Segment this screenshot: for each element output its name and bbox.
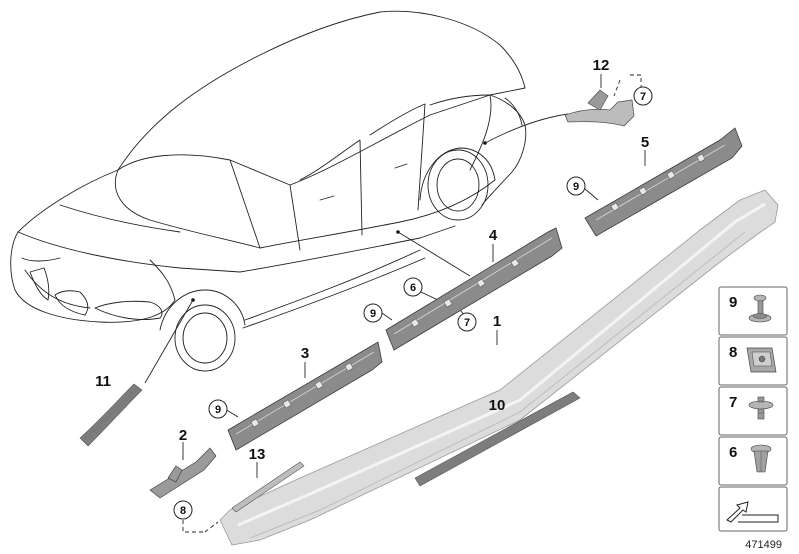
mounting-rail-part-5 (584, 127, 743, 237)
circled-callout-7-middle: 7 (464, 317, 470, 329)
collar-screw-icon (748, 396, 774, 420)
callout-5: 5 (641, 134, 649, 151)
legend-number-9: 9 (729, 294, 737, 311)
car-outline (10, 10, 527, 372)
mounting-rail-part-3 (227, 341, 383, 451)
circled-callout-9-lower: 9 (215, 404, 221, 416)
callout-10: 10 (489, 397, 506, 414)
callout-13: 13 (249, 446, 266, 463)
screw-with-washer-icon (748, 294, 772, 323)
legend-number-7: 7 (729, 394, 737, 411)
callout-11: 11 (95, 373, 111, 390)
diagram-id: 471499 (745, 539, 782, 551)
circled-callouts: 6 7 7 8 9 9 9 (173, 86, 653, 520)
circled-callout-8: 8 (180, 505, 186, 517)
circled-callout-6: 6 (410, 282, 416, 294)
callout-4: 4 (489, 227, 498, 244)
mounting-rail-part-4 (385, 227, 563, 351)
support-rod-part-13 (231, 461, 305, 513)
circled-callout-9-upper: 9 (573, 181, 579, 193)
callout-1: 1 (493, 313, 501, 330)
legend-number-6: 6 (729, 444, 737, 461)
circled-callout-7-top: 7 (640, 91, 646, 103)
expanding-rivet-icon (750, 444, 772, 473)
trim-strip-part-10 (414, 391, 581, 487)
arrow-symbol-icon (726, 501, 779, 523)
callout-labels: 1 2 3 4 5 10 11 12 13 (95, 57, 649, 463)
clip-nut-icon (746, 347, 777, 373)
callout-3: 3 (301, 345, 309, 362)
legend-number-8: 8 (729, 344, 737, 361)
fastener-legend: 9 8 7 6 (718, 286, 788, 532)
side-sill-part-1 (219, 189, 779, 546)
rear-bracket-part-12 (564, 89, 635, 127)
callout-2: 2 (179, 427, 187, 444)
circled-callout-9-middle: 9 (370, 308, 376, 320)
small-bracket-part-2 (149, 447, 217, 499)
callout-12: 12 (593, 57, 610, 74)
wheel-arch-strip-part-11 (79, 383, 143, 447)
